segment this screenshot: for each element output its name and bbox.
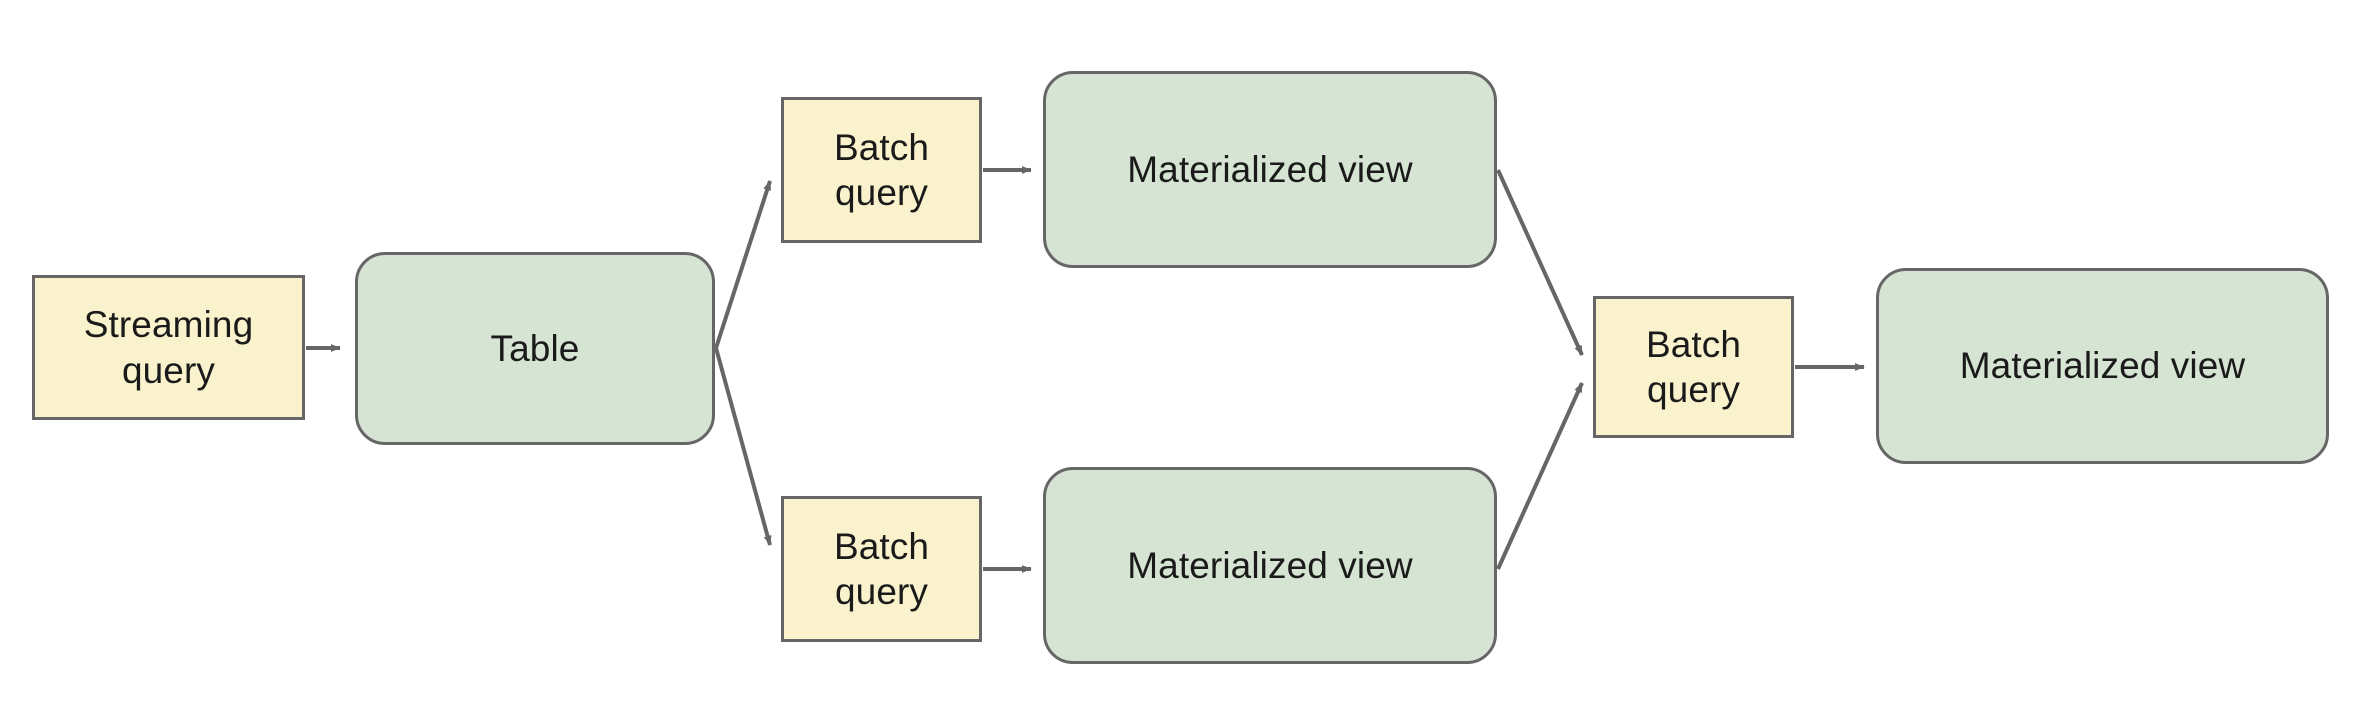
node-materialized-view-top[interactable]: Materialized view	[1043, 71, 1497, 268]
node-streaming-query[interactable]: Streaming query	[32, 275, 305, 420]
node-table[interactable]: Table	[355, 252, 715, 445]
node-materialized-view-bottom[interactable]: Materialized view	[1043, 467, 1497, 664]
node-batch-query-bottom[interactable]: Batch query	[781, 496, 982, 642]
edge-mv-top-to-batch-merge	[1496, 169, 1584, 356]
edge-table-to-batch-bottom	[714, 347, 772, 546]
node-batch-query-top[interactable]: Batch query	[781, 97, 982, 243]
edge-mv-bottom-to-batch-merge	[1496, 382, 1584, 570]
node-batch-query-merge[interactable]: Batch query	[1593, 296, 1794, 438]
node-materialized-view-final[interactable]: Materialized view	[1876, 268, 2329, 464]
edge-table-to-batch-top	[714, 180, 772, 349]
